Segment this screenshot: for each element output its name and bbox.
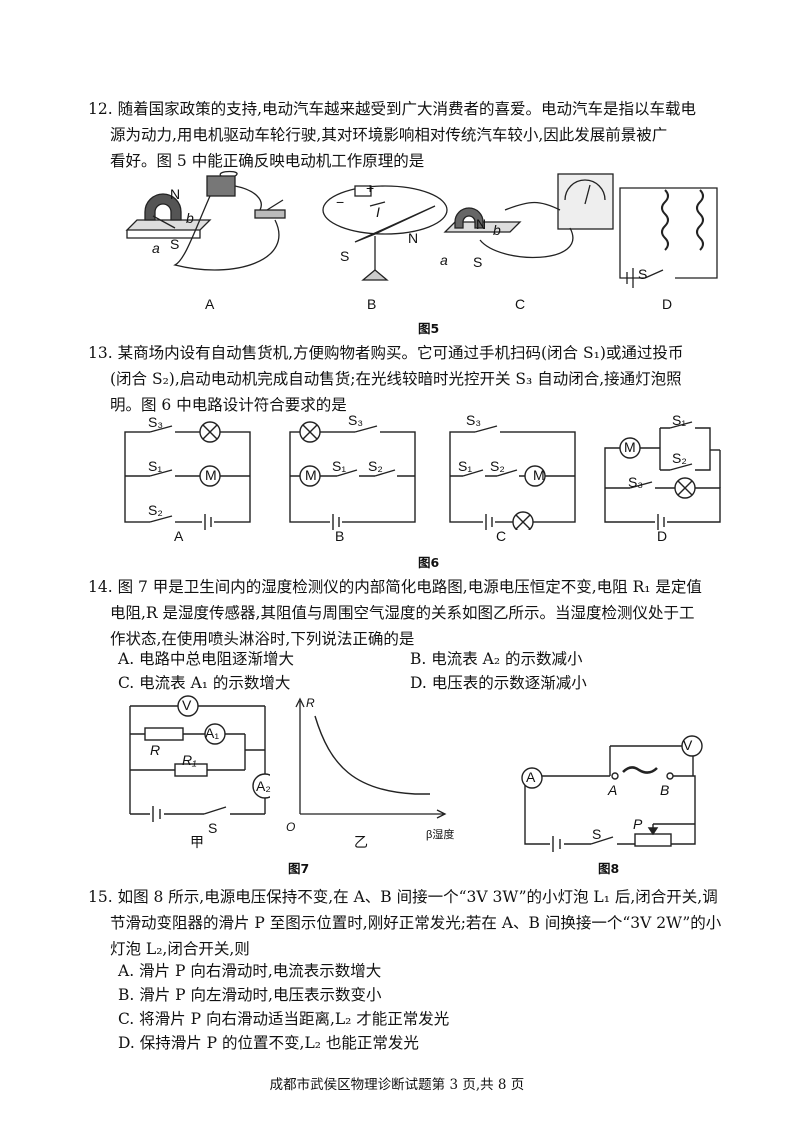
fig6b-motor: M <box>305 467 317 483</box>
fig5-c-diagram <box>443 173 614 259</box>
fig7-caption: 图7 <box>288 861 310 876</box>
fig8-p: P <box>633 816 643 832</box>
figure-7-yi-graph <box>295 697 447 819</box>
fig6-d-circuit <box>604 421 721 530</box>
fig5-a-diagram <box>125 170 286 271</box>
q13-line2: (闭合 S₂),启动电动机完成自动售货;在光线较暗时光控开关 S₃ 自动闭合,接… <box>110 370 682 388</box>
figure-6 <box>124 421 721 530</box>
fig6d-motor: M <box>624 439 636 455</box>
fig6d-s1: S₁ <box>672 412 687 428</box>
graph-axis-r: R <box>306 696 315 710</box>
fig5-mark-minus: − <box>336 194 345 210</box>
q14-option-a: A. 电路中总电阻逐渐增大 <box>118 650 295 668</box>
q15-line1: 15. 如图 8 所示,电源电压保持不变,在 A、B 间接一个“3V 3W”的小… <box>88 888 718 906</box>
q14-line2: 电阻,R 是湿度传感器,其阻值与周围空气湿度的关系如图乙所示。当湿度检测仪处于工 <box>110 604 695 622</box>
figure-8 <box>521 735 703 852</box>
q13-line1: 13. 某商场内设有自动售货机,方便购物者购买。它可通过手机扫码(闭合 S₁)或… <box>88 344 684 362</box>
q12-line3: 看好。图 5 中能正确反映电动机工作原理的是 <box>110 152 425 170</box>
fig7-v: V <box>182 697 192 713</box>
fig5-mark-a3: a <box>440 252 448 268</box>
q14-option-d: D. 电压表的示数逐渐减小 <box>410 674 587 692</box>
fig7-a2: A₂ <box>256 778 271 794</box>
fig5-b-diagram <box>322 185 448 281</box>
fig6c-motor: M <box>533 467 545 483</box>
graph-axis-x: β湿度 <box>426 829 455 841</box>
figure-5 <box>125 170 718 288</box>
fig6-caption: 图6 <box>418 555 440 570</box>
fig7-a1: A₁ <box>205 725 220 741</box>
fig6a-motor: M <box>205 467 217 483</box>
fig7-s: S <box>208 820 218 836</box>
fig5-mark-n2: N <box>408 230 419 246</box>
fig6b-s3: S₃ <box>348 412 364 428</box>
fig5-mark-s3: S <box>473 254 483 270</box>
fig5-mark-i: I <box>376 204 380 220</box>
fig5-mark-a: a <box>152 240 160 256</box>
fig6a-s1: S₁ <box>148 458 163 474</box>
q12-line1: 12. 随着国家政策的支持,电动汽车越来越受到广大消费者的喜爱。电动汽车是指以车… <box>88 100 697 118</box>
fig6-a-circuit <box>124 421 251 530</box>
fig8-point-a: A <box>608 782 618 798</box>
fig5-mark-s4: S <box>638 266 648 282</box>
fig8-v: V <box>683 737 693 753</box>
fig8-s: S <box>592 826 602 842</box>
fig5-label-b: B <box>367 296 377 312</box>
q14-line3: 作状态,在使用喷头淋浴时,下列说法正确的是 <box>110 630 415 648</box>
page-footer: 成都市武侯区物理诊断试题第 3 页,共 8 页 <box>269 1077 525 1093</box>
fig5-mark-s: S <box>170 236 180 252</box>
figure-7-jia <box>129 695 270 822</box>
fig6-label-a: A <box>174 528 184 544</box>
fig6c-s1: S₁ <box>458 458 473 474</box>
fig5-label-d: D <box>662 296 673 312</box>
fig6d-s3: S₃ <box>628 474 644 490</box>
fig6-label-c: C <box>496 528 507 544</box>
fig5-caption: 图5 <box>418 321 440 336</box>
fig6c-s3: S₃ <box>466 412 482 428</box>
fig7-yi-label: 乙 <box>354 835 368 851</box>
q14-option-c: C. 电流表 A₁ 的示数增大 <box>118 674 291 692</box>
fig6b-s1: S₁ <box>332 458 347 474</box>
fig6d-s2: S₂ <box>672 450 687 466</box>
fig5-mark-n: N <box>170 186 181 202</box>
q15-option-c: C. 将滑片 P 向右滑动适当距离,L₂ 才能正常发光 <box>118 1010 450 1028</box>
q14-line1: 14. 图 7 甲是卫生间内的湿度检测仪的内部简化电路图,电源电压恒定不变,电阻… <box>88 578 702 596</box>
fig8-caption: 图8 <box>598 861 620 876</box>
q15-option-d: D. 保持滑片 P 的位置不变,L₂ 也能正常发光 <box>118 1034 419 1052</box>
fig6a-s2: S₂ <box>148 502 163 518</box>
q14-option-b: B. 电流表 A₂ 的示数减小 <box>410 650 583 668</box>
q13-line3: 明。图 6 中电路设计符合要求的是 <box>110 396 347 414</box>
fig8-point-b: B <box>660 782 670 798</box>
fig7-jia-label: 甲 <box>190 835 204 851</box>
fig7-r1: R₁ <box>182 752 197 768</box>
fig8-a-meter: A <box>526 769 536 785</box>
q15-line2: 节滑动变阻器的滑片 P 至图示位置时,刚好正常发光;若在 A、B 间换接一个“3… <box>110 914 722 932</box>
fig6c-s2: S₂ <box>490 458 505 474</box>
q15-option-a: A. 滑片 P 向右滑动时,电流表示数增大 <box>118 962 382 980</box>
q15-line3: 灯泡 L₂,闭合开关,则 <box>110 940 250 958</box>
fig5-label-a: A <box>205 296 215 312</box>
fig5-label-c: C <box>515 296 526 312</box>
graph-origin: O <box>286 820 296 834</box>
fig5-mark-b: b <box>186 210 194 226</box>
fig6-label-d: D <box>657 528 668 544</box>
fig6-c-circuit <box>449 425 576 530</box>
fig6-label-b: B <box>335 528 345 544</box>
fig5-mark-b3: b <box>493 222 501 238</box>
q12-line2: 源为动力,用电机驱动车轮行驶,其对环境影响相对传统汽车较小,因此发展前景被广 <box>110 126 668 144</box>
fig7-r: R <box>150 742 161 758</box>
fig5-mark-n3: N <box>476 216 487 232</box>
fig5-mark-plus: + <box>366 180 375 196</box>
fig6b-s2: S₂ <box>368 458 383 474</box>
fig6a-s3: S₃ <box>148 414 164 430</box>
fig6-b-circuit <box>289 421 416 530</box>
q15-option-b: B. 滑片 P 向左滑动时,电压表示数变小 <box>118 986 382 1004</box>
fig5-d-diagram <box>619 187 718 288</box>
fig5-mark-s2: S <box>340 248 350 264</box>
